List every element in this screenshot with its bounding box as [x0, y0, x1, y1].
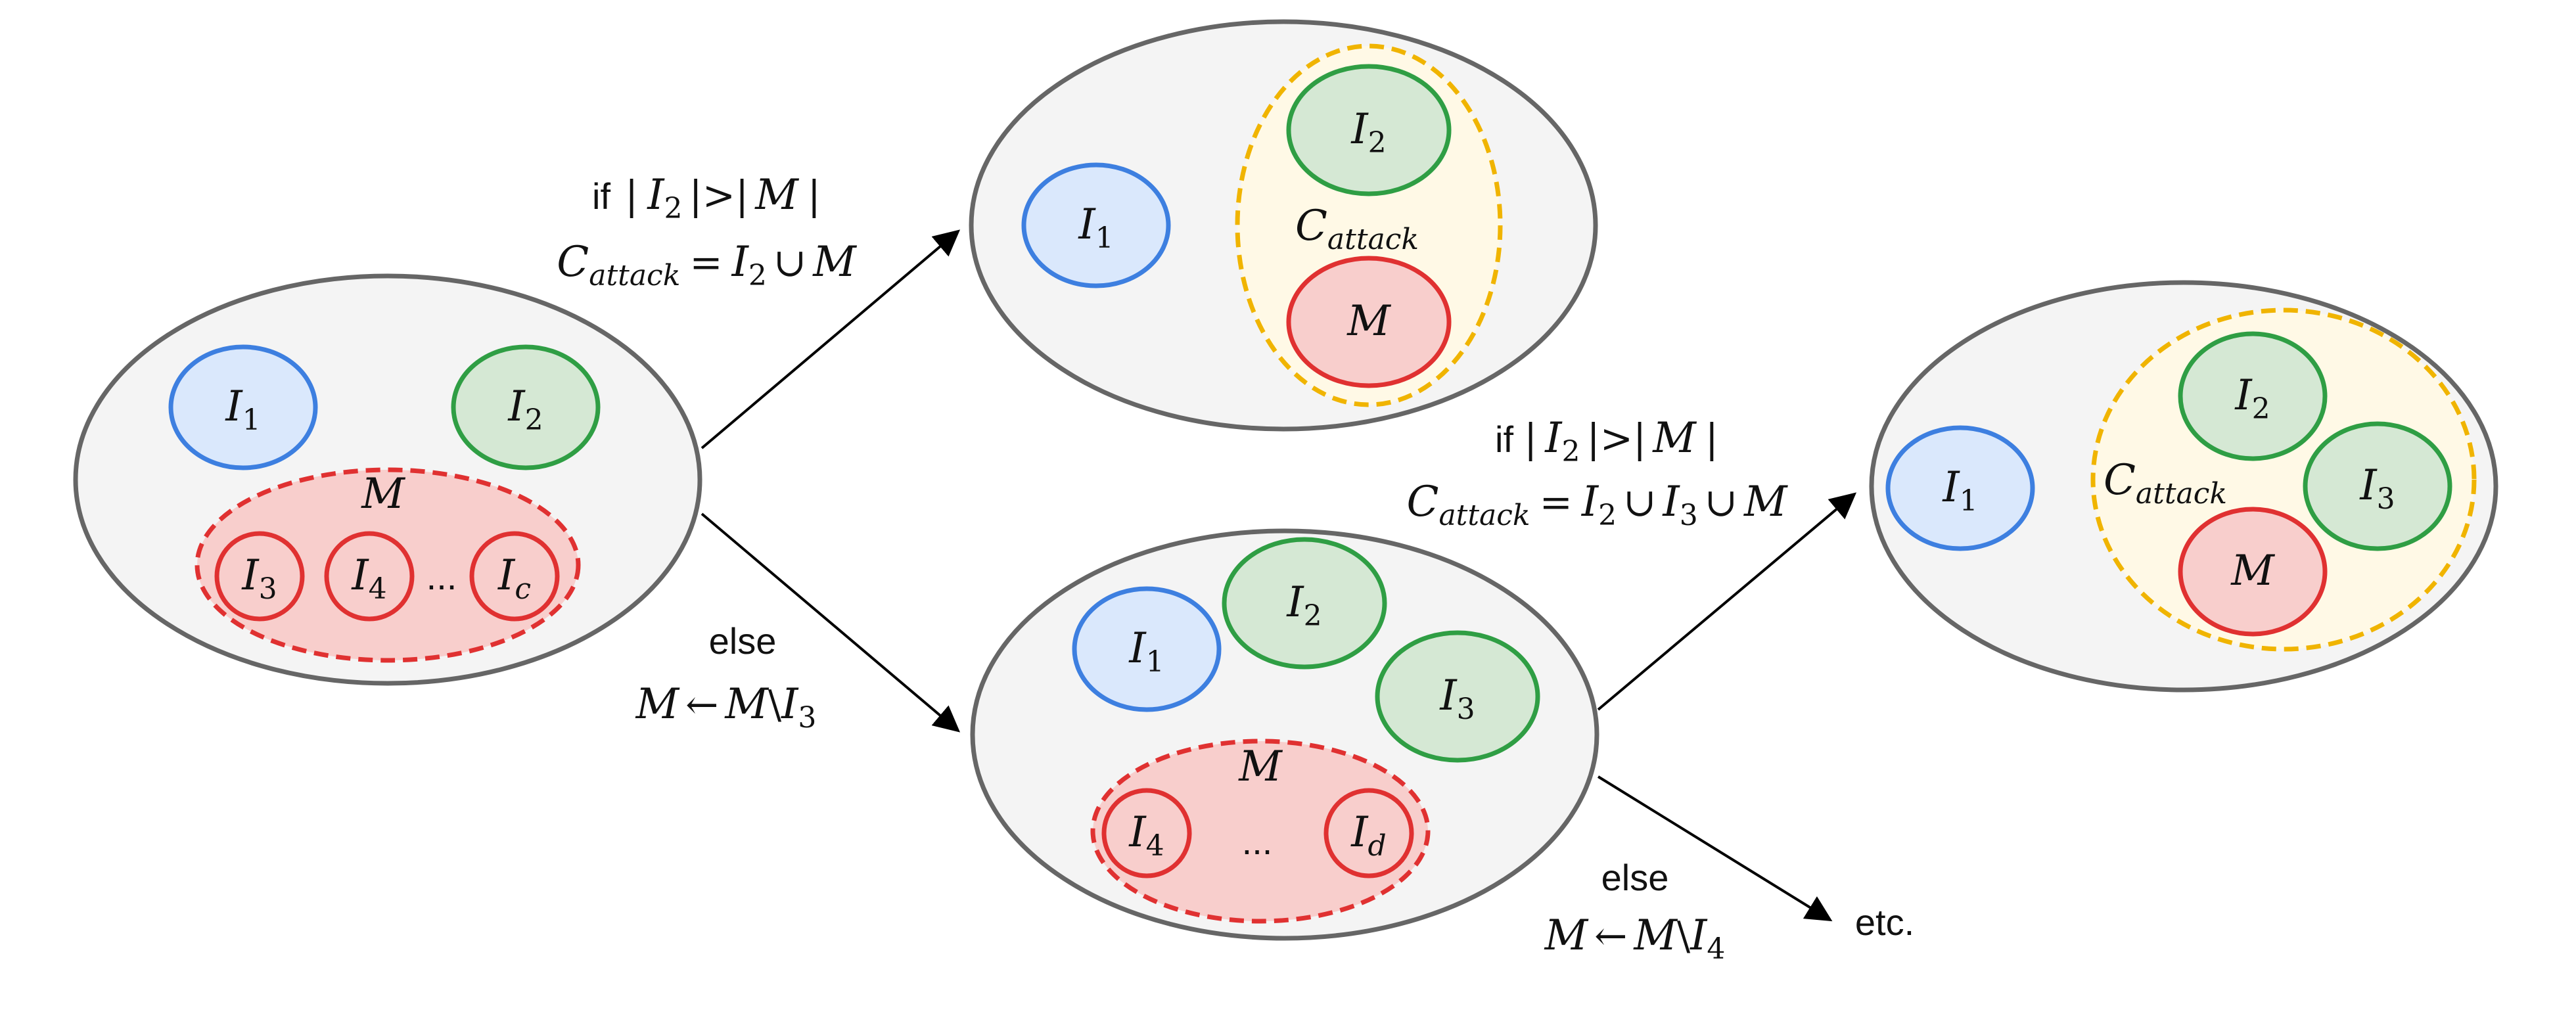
arrow-else-2	[1597, 775, 1833, 922]
node-i2: I2	[1222, 537, 1387, 670]
svg-text:Ic: Ic	[497, 551, 531, 606]
svg-text:I1: I1	[225, 382, 260, 437]
node-i3: I3	[1375, 630, 1540, 763]
svg-text:I3: I3	[2359, 461, 2395, 516]
arrow-else-1	[701, 512, 961, 733]
node-i1: I1	[1885, 425, 2035, 551]
else-label-2: else	[1601, 857, 1669, 898]
svg-text:I2: I2	[507, 382, 543, 437]
svg-text:I3: I3	[1439, 672, 1475, 726]
state-initial: I1 I2 M I3 I4 ... Ic	[73, 273, 702, 686]
node-i2: I2	[451, 344, 601, 470]
condition-if-2: if|I2|>|M|	[1495, 414, 1718, 468]
state-attack-1: I1 I2 Cattack M	[969, 19, 1598, 432]
node-ic: Ic	[469, 531, 560, 622]
etc-label: etc.	[1855, 901, 1914, 943]
node-i4: I4	[1101, 788, 1192, 878]
svg-text:M: M	[2230, 547, 2275, 595]
else-label-1: else	[709, 620, 777, 662]
arrow-if-2	[1597, 492, 1857, 711]
state-attack-2: I1 I2 I3 M Cattack	[1869, 280, 2498, 693]
svg-text:I4: I4	[1128, 808, 1164, 863]
attack-coalition-2: I2 I3 M Cattack	[2090, 308, 2477, 652]
svg-text:I2: I2	[1286, 578, 1322, 633]
malicious-group-m: M I4 ... Id	[1090, 739, 1431, 924]
svg-text:I1: I1	[1078, 200, 1113, 255]
update-formula-1: M←M\I3	[635, 680, 817, 735]
node-i2: I2	[1286, 64, 1452, 196]
node-i1: I1	[168, 344, 318, 470]
c-attack-label: Cattack	[2104, 456, 2227, 511]
coalition-formula-2: Cattack=I2∪I3∪M	[1406, 478, 1788, 532]
state-else-1: I1 I2 I3 M I4 ... Id	[970, 528, 1599, 941]
node-m: M	[1286, 256, 1452, 388]
node-i4: I4	[324, 531, 415, 622]
svg-text:I3: I3	[241, 551, 277, 606]
attack-coalition-1: I2 Cattack M	[1235, 43, 1503, 407]
svg-text:M: M	[1346, 297, 1391, 346]
node-m: M	[2178, 507, 2328, 637]
coalition-formula-1: Cattack=I2∪M	[557, 238, 857, 292]
svg-text:I2: I2	[2234, 371, 2270, 426]
m-label: M	[1238, 742, 1283, 791]
node-i2: I2	[2178, 331, 2328, 461]
svg-text:I1: I1	[1128, 624, 1164, 679]
arrow-if-1	[701, 229, 961, 449]
update-formula-2: M←M\I4	[1544, 911, 1726, 966]
m-label: M	[361, 470, 405, 518]
node-id: Id	[1323, 788, 1414, 878]
node-i1: I1	[1072, 586, 1222, 712]
svg-text:I1: I1	[1942, 463, 1977, 518]
condition-if-1: if|I2|>|M|	[592, 171, 821, 225]
svg-text:Id: Id	[1350, 808, 1386, 863]
svg-text:I2: I2	[1350, 105, 1386, 160]
node-i1: I1	[1021, 162, 1171, 288]
c-attack-label: Cattack	[1295, 202, 1419, 256]
ellipsis-dots: ...	[1242, 821, 1273, 862]
malicious-group-m: M I3 I4 ... Ic	[195, 467, 581, 663]
ellipsis-dots: ...	[426, 556, 457, 597]
svg-text:I4: I4	[351, 551, 386, 606]
node-i3: I3	[214, 531, 305, 622]
node-i3: I3	[2303, 421, 2452, 551]
